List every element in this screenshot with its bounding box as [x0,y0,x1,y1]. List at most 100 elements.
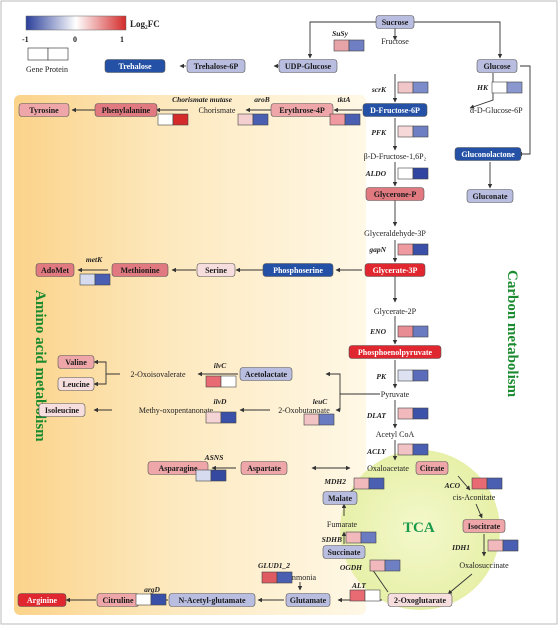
gene-hk: HK [476,83,489,92]
amino-acid-metabolism-label: Amino acid metabolism [32,290,48,442]
expr-metk-gene [79,273,96,286]
label-bfructose16p: β-D-Fructose-1,6P₂ [364,152,427,161]
legend-title: Log₂FC [130,19,160,29]
node-nacetylglutamate: N-Acetyl-glutamate [168,593,256,607]
node-pep-label: Phosphoenolpyruvate [358,348,433,357]
node-udpglucose-label: UDP-Glucose [285,62,332,71]
node-citrate-label: Citrate [420,464,445,473]
expr-ogdh-protein [384,559,401,572]
gene-susy: SuSy [332,29,349,38]
node-trehalose6p: Trehalose-6P [186,59,246,73]
node-phenylalanine-label: Phenylalanine [102,106,151,115]
expr-leuc [303,413,335,426]
expr-metk [79,273,111,286]
node-valine: Valine [57,355,95,369]
gene-aco: ACO [444,481,461,490]
expr-susy-protein [348,39,365,52]
label-oxobutanoate: 2-Oxobutanoate [278,406,330,415]
node-oxoglutarate: 2-Oxoglutarate [387,593,453,607]
node-aspartate-label: Aspartate [247,464,281,473]
expr-aco-gene [471,477,488,490]
label-fructose: Fructose [381,37,409,46]
expr-ogdh-gene [369,559,386,572]
expr-ilvd-gene [205,411,222,424]
label-glycerate2p: Glycerate-2P [374,307,417,316]
expr-glud12-gene [261,571,278,584]
expr-pfk-gene [397,125,414,138]
label-ammonia: Ammonia [284,573,316,582]
node-glycerone-label: Glycerone-P [374,190,417,199]
gene-aldo: ALDO [365,169,387,178]
gene-asns: ASNS [204,453,224,462]
expr-acly [397,443,429,456]
expr-idh1-gene [487,539,504,552]
expr-aco-protein [486,477,503,490]
expr-argd-gene [135,593,152,606]
gene-tkta: tktA [338,95,351,104]
gene-idh1: IDH1 [451,543,470,552]
node-glutamate: Glutamate [285,593,331,607]
expr-scrk [397,81,429,94]
expr-eno-gene [397,325,414,338]
expr-tkta-gene [329,113,346,126]
node-asparagine: Asparagine [147,461,209,475]
expr-mdh2 [353,477,385,490]
gene-glud12: GLUD1_2 [258,561,290,570]
node-malate: Malate [322,491,358,505]
expr-gapn [397,243,429,256]
node-serine: Serine [196,263,236,277]
node-udpglucose: UDP-Glucose [278,59,338,73]
gene-dlat: DLAT [366,411,387,420]
legend-protein-box [47,47,69,61]
expr-ilvc-protein [220,375,237,388]
node-serine-label: Serine [205,266,227,275]
expr-idh1-protein [502,539,519,552]
node-leucine-label: Leucine [62,380,90,389]
expr-pfk [397,125,429,138]
node-adomet-label: AdoMet [41,266,69,275]
expr-aldo-protein [412,167,429,180]
label-cisaconitate: cis-Aconitate [453,493,496,502]
expr-glud12-protein [276,571,293,584]
expr-tkta [329,113,361,126]
expr-aldo-gene [397,167,414,180]
node-tyrosine: Tyrosine [18,103,70,117]
label-oxoisovalerate: 2-Oxoisovalerate [130,370,186,379]
node-dfructose6p-label: D-Fructose-6P [370,106,420,115]
metabolite-labels: Fructoseα-D-Glucose-6PChorismateβ-D-Fruc… [130,37,523,582]
expr-ogdh [369,559,401,572]
legend-gene-box [27,47,49,61]
node-pep: Phosphoenolpyruvate [348,345,442,359]
expr-arob-gene [237,113,254,126]
gene-pk: PK [376,372,387,381]
node-leucine: Leucine [57,377,95,391]
expr-eno-protein [412,325,429,338]
carbon-metabolism-label: Carbon metabolism [504,270,520,398]
node-trehalose-label: Trehalose [118,62,151,71]
node-glutamate-label: Glutamate [290,596,327,605]
node-oxoglutarate-label: 2-Oxoglutarate [394,596,446,605]
gene-leuc: leuC [313,397,329,406]
label-oxalosuccinate: Oxalosuccinate [459,561,509,570]
expr-asns-gene [195,469,212,482]
expr-dlat [397,407,429,420]
node-arginine-label: Arginine [27,596,58,605]
legend-tick-min: -1 [22,35,29,44]
expr-leuc-protein [318,413,335,426]
gene-scrk: scrK [371,85,387,94]
gene-argd: argD [144,585,160,594]
expr-hk-gene [491,81,508,94]
gene-ogdh: OGDH [340,563,363,572]
expr-hk-protein [506,81,523,94]
node-gluconate-label: Gluconate [472,192,508,201]
node-methionine: Methionine [111,263,169,277]
node-dfructose6p: D-Fructose-6P [362,103,428,117]
node-isocitrate-label: Isocitrate [468,522,501,531]
gene-sdhb: SDHB [322,535,342,544]
node-erythrose4p-label: Erythrose-4P [279,106,325,115]
expr-susy [333,39,365,52]
legend-tick-max: 1 [120,35,124,44]
legend-tick-mid: 0 [73,35,77,44]
expr-chorismate_mutase [157,113,189,126]
